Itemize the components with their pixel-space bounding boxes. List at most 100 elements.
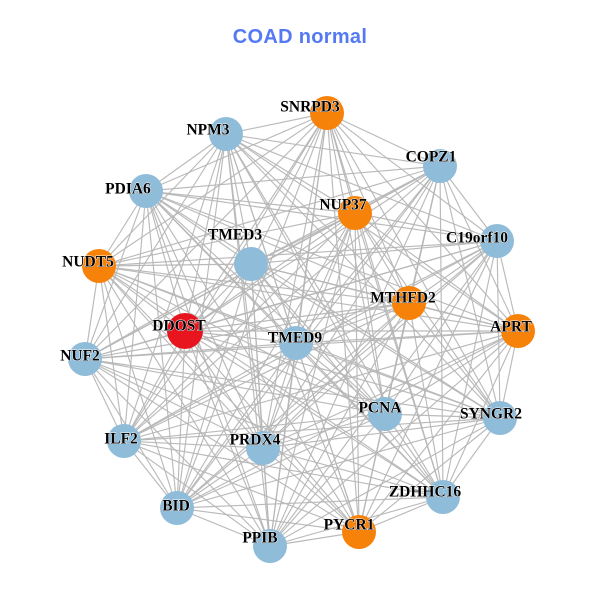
edge (84, 358, 386, 415)
edge (184, 165, 441, 332)
network-node[interactable]: PCNA (358, 397, 403, 431)
node-circle[interactable] (129, 174, 163, 208)
network-node[interactable]: SYNGR2 (460, 401, 523, 435)
edge (295, 342, 386, 415)
node-circle[interactable] (167, 313, 203, 349)
edge (145, 165, 441, 192)
node-circle[interactable] (279, 326, 313, 360)
edge (176, 417, 501, 509)
edge (442, 330, 519, 498)
node-circle[interactable] (234, 247, 268, 281)
network-node[interactable]: ZDHHC16 (388, 480, 462, 514)
network-node[interactable]: PDIA6 (105, 174, 163, 208)
node-circle[interactable] (310, 96, 344, 130)
node-label: NUF2 (60, 348, 100, 365)
edge (439, 165, 501, 419)
node-label: PYCR1 (324, 517, 375, 534)
edge (98, 265, 125, 442)
node-label: PPIB (242, 530, 277, 547)
node-label: PCNA (358, 400, 402, 417)
node-circle[interactable] (160, 491, 194, 525)
network-node[interactable]: TMED3 (207, 226, 268, 281)
node-label: TMED9 (268, 330, 323, 347)
edge (123, 112, 328, 442)
edge (326, 112, 441, 167)
edge (225, 112, 328, 135)
edge (269, 302, 410, 547)
edge (408, 240, 498, 304)
node-circle[interactable] (483, 401, 517, 435)
network-node[interactable]: C19orf10 (446, 224, 514, 258)
node-circle[interactable] (426, 480, 460, 514)
edge (123, 342, 297, 442)
edge (98, 265, 519, 332)
edge (269, 417, 501, 547)
edge (354, 212, 360, 533)
edge (123, 330, 519, 442)
edge (442, 240, 498, 498)
node-label: NUP37 (319, 197, 367, 214)
edge (269, 240, 498, 547)
network-node[interactable]: COPZ1 (405, 148, 457, 183)
node-label: SYNGR2 (460, 406, 522, 423)
edge (354, 212, 410, 304)
edge (184, 212, 356, 332)
node-circle[interactable] (392, 286, 426, 320)
network-node[interactable]: APRT (490, 314, 535, 348)
network-node[interactable]: BID (160, 491, 194, 525)
network-node[interactable]: TMED9 (267, 326, 323, 360)
edge (123, 440, 264, 449)
node-circle[interactable] (501, 314, 535, 348)
edge (295, 342, 501, 419)
network-node[interactable]: PYCR1 (323, 515, 376, 549)
network-node[interactable]: PRDX4 (229, 431, 281, 465)
network-node[interactable]: DDOST (152, 313, 207, 349)
node-label: ILF2 (104, 431, 138, 448)
node-circle[interactable] (82, 249, 116, 283)
edge (123, 440, 360, 533)
node-circle[interactable] (209, 117, 243, 151)
edge (225, 133, 386, 415)
node-circle[interactable] (368, 397, 402, 431)
edge (84, 133, 227, 360)
edge (295, 302, 410, 344)
edge (269, 342, 297, 547)
edge (176, 447, 264, 509)
node-circle[interactable] (68, 342, 102, 376)
network-node[interactable]: NUP37 (319, 196, 372, 230)
edge (176, 342, 297, 509)
node-circle[interactable] (246, 431, 280, 465)
edge (250, 112, 328, 265)
edge (354, 212, 386, 415)
network-node[interactable]: NPM3 (186, 117, 243, 151)
node-label: NUDT5 (62, 254, 114, 271)
edge (262, 240, 498, 449)
network-node[interactable]: NUDT5 (62, 249, 116, 283)
node-circle[interactable] (253, 529, 287, 563)
network-node[interactable]: PPIB (242, 529, 287, 563)
edge (98, 263, 252, 267)
network-node[interactable]: SNRPD3 (280, 96, 344, 130)
edge (145, 190, 178, 509)
node-circle[interactable] (338, 196, 372, 230)
node-circle[interactable] (423, 149, 457, 183)
edge (145, 190, 360, 533)
edge (262, 447, 360, 533)
node-label: C19orf10 (446, 230, 508, 247)
edge (123, 413, 386, 442)
edge (408, 302, 519, 332)
network-node[interactable]: MTHFD2 (370, 286, 436, 320)
edge (354, 212, 498, 242)
node-circle[interactable] (480, 224, 514, 258)
edge (262, 447, 444, 498)
node-circle[interactable] (342, 515, 376, 549)
network-node[interactable]: ILF2 (104, 424, 141, 458)
edge (176, 112, 328, 509)
edge (250, 263, 386, 415)
network-node[interactable]: NUF2 (60, 342, 102, 376)
edge (145, 190, 498, 242)
edge (98, 165, 441, 267)
node-circle[interactable] (107, 424, 141, 458)
